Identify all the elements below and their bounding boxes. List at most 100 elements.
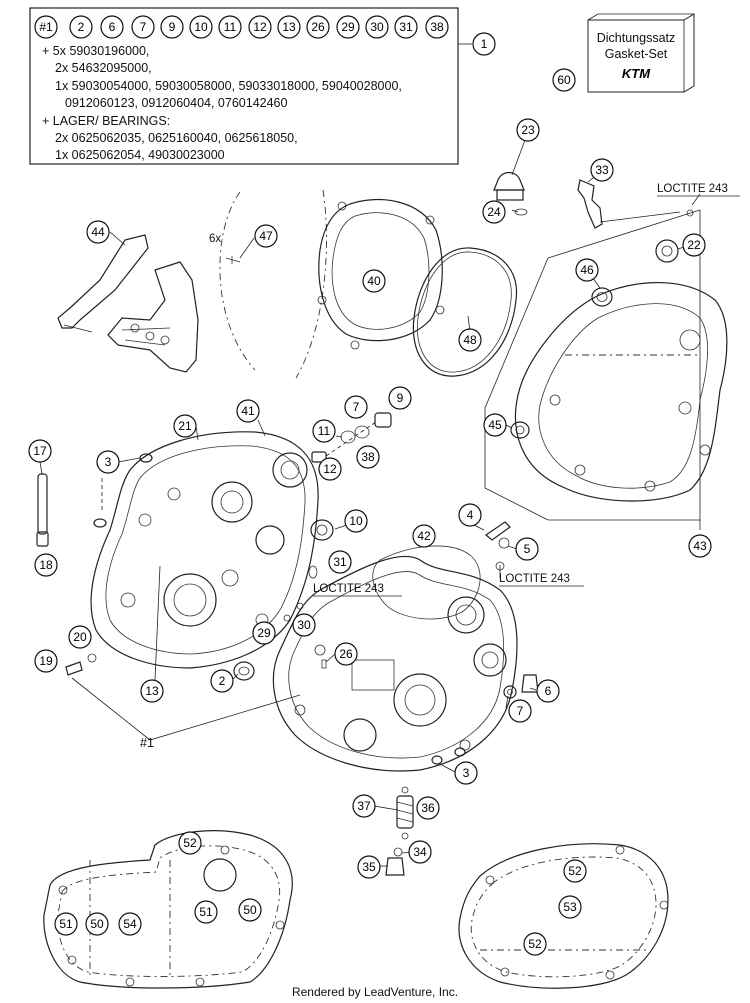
info-ref-12[interactable]: 12	[248, 15, 272, 39]
callout-c51a[interactable]: 51	[54, 912, 78, 936]
callout-c5[interactable]: 5	[515, 537, 539, 561]
svg-text:52: 52	[183, 836, 197, 850]
callout-c51b[interactable]: 51	[194, 900, 218, 924]
clutch-cover-assembly	[484, 171, 728, 530]
callout-60[interactable]: 60	[552, 68, 576, 92]
callout-c52b[interactable]: 52	[563, 859, 587, 883]
svg-text:30: 30	[370, 20, 384, 34]
svg-text:35: 35	[362, 860, 376, 874]
svg-text:24: 24	[487, 205, 501, 219]
callout-c53[interactable]: 53	[558, 895, 582, 919]
callout-c35[interactable]: 35	[357, 855, 381, 879]
svg-text:46: 46	[580, 263, 594, 277]
callout-c26[interactable]: 26	[334, 642, 358, 666]
svg-text:9: 9	[169, 20, 176, 34]
callout-c31[interactable]: 31	[328, 550, 352, 574]
svg-text:31: 31	[399, 20, 413, 34]
callout-c48[interactable]: 48	[458, 328, 482, 352]
callout-c24[interactable]: 24	[482, 200, 506, 224]
callout-c9[interactable]: 9	[388, 386, 412, 410]
info-ref-hash1[interactable]: #1	[34, 15, 58, 39]
svg-text:4: 4	[467, 508, 474, 522]
callout-c23[interactable]: 23	[516, 118, 540, 142]
info-line-3: 1x 59030054000, 59030058000, 59033018000…	[55, 79, 402, 93]
svg-text:47: 47	[259, 229, 273, 243]
callout-c10[interactable]: 10	[344, 509, 368, 533]
loctite-label-5: LOCTITE 243	[499, 573, 570, 585]
rendered-by-credit: Rendered by LeadVenture, Inc.	[291, 985, 459, 999]
svg-text:37: 37	[357, 799, 371, 813]
callout-c18[interactable]: 18	[34, 553, 58, 577]
info-line-2: 2x 54632095000,	[55, 61, 152, 75]
info-ref-10[interactable]: 10	[189, 15, 213, 39]
callout-c36[interactable]: 36	[416, 796, 440, 820]
callout-c11[interactable]: 11	[312, 419, 336, 443]
callout-c19[interactable]: 19	[34, 649, 58, 673]
info-ref-26[interactable]: 26	[306, 15, 330, 39]
callout-c17[interactable]: 17	[28, 439, 52, 463]
callout-c41[interactable]: 41	[236, 399, 260, 423]
right-crankcase-half	[272, 521, 539, 876]
callout-c47[interactable]: 47	[254, 224, 278, 248]
svg-text:33: 33	[595, 163, 609, 177]
callout-c52a[interactable]: 52	[178, 831, 202, 855]
info-ref-2[interactable]: 2	[69, 15, 93, 39]
callout-c38[interactable]: 38	[356, 445, 380, 469]
info-ref-38[interactable]: 38	[425, 15, 449, 39]
svg-text:45: 45	[488, 418, 502, 432]
callout-c52c[interactable]: 52	[523, 932, 547, 956]
callout-c34[interactable]: 34	[408, 840, 432, 864]
info-ref-13[interactable]: 13	[277, 15, 301, 39]
info-ref-9[interactable]: 9	[160, 15, 184, 39]
svg-text:13: 13	[282, 20, 296, 34]
svg-text:7: 7	[517, 704, 524, 718]
callout-c2[interactable]: 2	[210, 669, 234, 693]
callout-c33[interactable]: 33	[590, 158, 614, 182]
info-ref-29[interactable]: 29	[336, 15, 360, 39]
info-ref-6[interactable]: 6	[100, 15, 124, 39]
callout-c7b[interactable]: 7	[508, 699, 532, 723]
bracket-44	[57, 234, 199, 373]
callout-c43[interactable]: 43	[688, 534, 712, 558]
svg-text:53: 53	[563, 900, 577, 914]
callout-c46[interactable]: 46	[575, 258, 599, 282]
callout-c54[interactable]: 54	[118, 912, 142, 936]
callout-c29[interactable]: 29	[252, 621, 276, 645]
info-ref-7[interactable]: 7	[131, 15, 155, 39]
callout-c20[interactable]: 20	[68, 625, 92, 649]
info-line-6: 2x 0625062035, 0625160040, 0625618050,	[55, 131, 298, 145]
callout-c42[interactable]: 42	[412, 524, 436, 548]
svg-text:11: 11	[318, 424, 331, 438]
gasket-set-label-en: Gasket-Set	[605, 47, 668, 61]
callout-c21[interactable]: 21	[173, 414, 197, 438]
callout-c50a[interactable]: 50	[85, 912, 109, 936]
callout-c12[interactable]: 12	[318, 457, 342, 481]
svg-text:41: 41	[241, 404, 255, 418]
callout-c7a[interactable]: 7	[344, 395, 368, 419]
svg-text:10: 10	[194, 20, 208, 34]
callout-c3b[interactable]: 3	[454, 761, 478, 785]
callout-c45[interactable]: 45	[483, 413, 507, 437]
callout-1[interactable]: 1	[472, 32, 496, 56]
callout-c50b[interactable]: 50	[238, 898, 262, 922]
callout-c6[interactable]: 6	[536, 679, 560, 703]
callout-c22[interactable]: 22	[682, 233, 706, 257]
svg-text:5: 5	[524, 542, 531, 556]
callout-c4[interactable]: 4	[458, 503, 482, 527]
svg-text:20: 20	[73, 630, 87, 644]
callout-c37[interactable]: 37	[352, 794, 376, 818]
callout-c40[interactable]: 40	[362, 269, 386, 293]
callout-c3a[interactable]: 3	[96, 450, 120, 474]
callout-c44[interactable]: 44	[86, 220, 110, 244]
gasket-set-box: Dichtungssatz Gasket-Set KTM 60	[552, 13, 695, 93]
info-ref-11[interactable]: 11	[218, 15, 242, 39]
callout-c13[interactable]: 13	[140, 679, 164, 703]
svg-text:54: 54	[123, 917, 137, 931]
svg-text:18: 18	[39, 558, 53, 572]
info-line-4: 0912060123, 0912060404, 0760142460	[65, 96, 287, 110]
callout-c30[interactable]: 30	[292, 613, 316, 637]
info-ref-30[interactable]: 30	[365, 15, 389, 39]
info-ref-31[interactable]: 31	[394, 15, 418, 39]
svg-text:44: 44	[91, 225, 105, 239]
